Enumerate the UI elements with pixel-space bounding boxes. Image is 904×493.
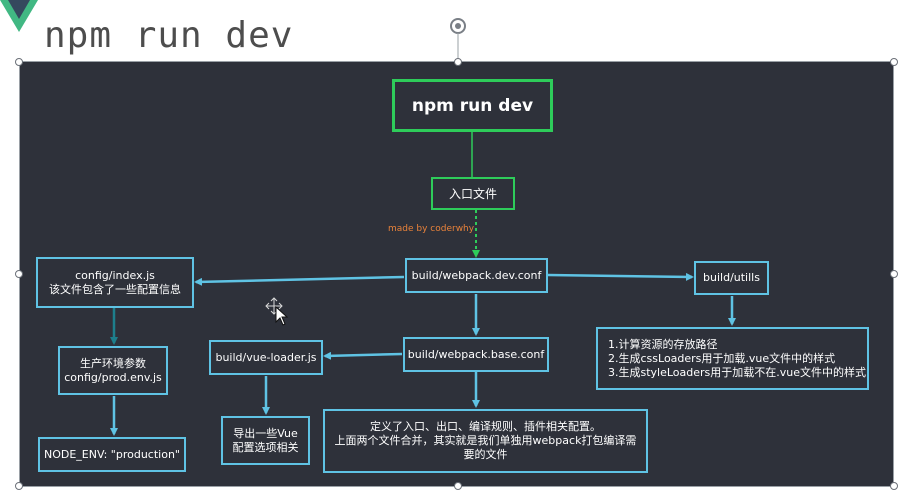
resize-handle-bottom-left[interactable] (15, 482, 23, 490)
prod-env-box[interactable]: 生产环境参数 config/prod.env.js (58, 346, 168, 395)
utils-description-box[interactable]: 1.计算资源的存放路径 2.生成cssLoaders用于加载.vue文件中的样式… (596, 327, 869, 390)
base-desc-line-3: 要的文件 (463, 448, 508, 461)
resize-handle-top-center[interactable] (454, 58, 462, 66)
prod-env-line-1: 生产环境参数 (80, 356, 146, 370)
vue-options-line-2: 配置选项相关 (232, 440, 299, 454)
slide-title: npm run dev (44, 15, 294, 56)
webpack-dev-conf-box[interactable]: build/webpack.dev.conf (405, 258, 548, 293)
entry-file-box[interactable]: 入口文件 (431, 177, 515, 210)
connector-base-vueloader (323, 351, 403, 360)
resize-handle-middle-left[interactable] (15, 270, 23, 278)
slide-canvas[interactable] (20, 62, 894, 486)
vue-logo-icon (0, 0, 38, 32)
config-index-line-2: 该文件包含了一些配置信息 (49, 282, 181, 296)
resize-handle-middle-right[interactable] (890, 270, 898, 278)
build-utils-box[interactable]: build/utills (694, 261, 769, 295)
move-cursor-icon (265, 297, 289, 326)
base-desc-line-2: 上面两个文件合并，其实就是我们单独用webpack打包编译需 (334, 434, 637, 447)
connector-devconf-config (194, 275, 405, 286)
resize-handle-top-right[interactable] (890, 58, 898, 66)
webpack-base-conf-box[interactable]: build/webpack.base.conf (403, 337, 549, 372)
rotate-handle-icon[interactable] (448, 16, 468, 60)
webpack-base-conf-label: build/webpack.base.conf (407, 347, 545, 361)
resize-handle-bottom-right[interactable] (890, 482, 898, 490)
resize-handle-bottom-center[interactable] (454, 482, 462, 490)
entry-file-label: 入口文件 (448, 186, 497, 201)
base-conf-description-box[interactable]: 定义了入口、出口、编译规则、插件相关配置。 上面两个文件合并，其实就是我们单独用… (323, 409, 648, 473)
vue-loader-label: build/vue-loader.js (215, 350, 317, 364)
resize-handle-top-left[interactable] (15, 58, 23, 66)
utils-desc-line-1: 1.计算资源的存放路径 (608, 337, 718, 351)
vue-options-line-1: 导出一些Vue (233, 426, 298, 440)
base-desc-line-1: 定义了入口、出口、编译规则、插件相关配置。 (370, 420, 601, 433)
webpack-dev-conf-label: build/webpack.dev.conf (411, 268, 542, 282)
build-utils-label: build/utills (703, 271, 760, 284)
vue-options-box[interactable]: 导出一些Vue 配置选项相关 (221, 416, 310, 465)
config-index-box[interactable]: config/index.js 该文件包含了一些配置信息 (36, 257, 194, 308)
config-index-line-1: config/index.js (75, 268, 155, 282)
prod-env-line-2: config/prod.env.js (64, 370, 162, 384)
connector-devconf-utils (547, 272, 694, 281)
utils-desc-line-3: 3.生成styleLoaders用于加载不在.vue文件中的样式 (608, 365, 867, 379)
utils-desc-line-2: 2.生成cssLoaders用于加载.vue文件中的样式 (608, 351, 836, 365)
npm-run-dev-box[interactable]: npm run dev (392, 79, 553, 132)
vue-loader-box[interactable]: build/vue-loader.js (209, 340, 323, 375)
author-credit: made by coderwhy (388, 224, 475, 234)
npm-run-dev-label: npm run dev (411, 95, 534, 116)
node-env-label: NODE_ENV: "production" (43, 447, 180, 461)
node-env-box[interactable]: NODE_ENV: "production" (38, 437, 186, 472)
